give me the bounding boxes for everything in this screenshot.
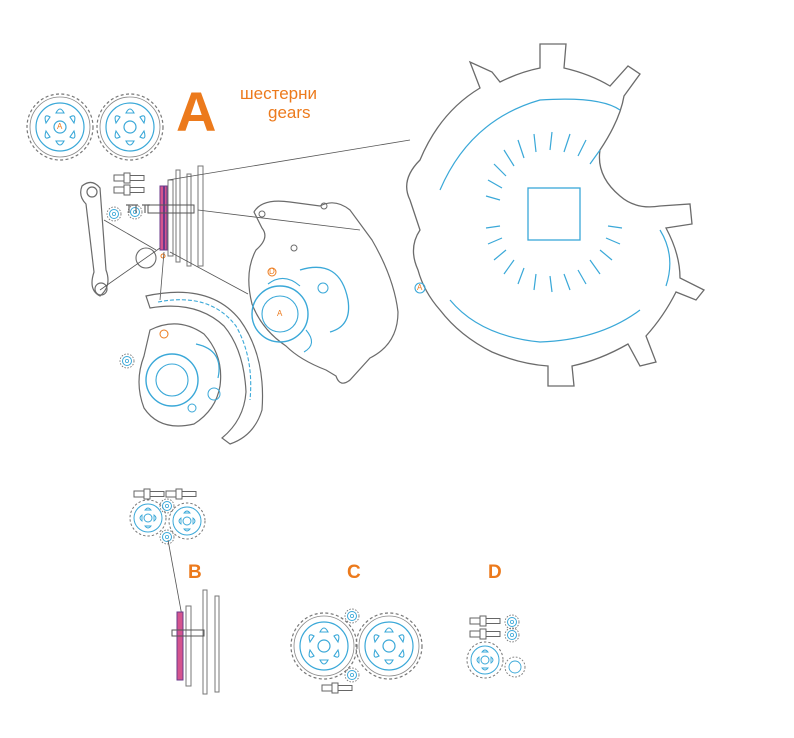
plate-d-letter-mark: D — [269, 267, 275, 276]
section-d-letter: D — [488, 562, 502, 583]
plate-a-mark: A — [277, 309, 283, 318]
plate-d-mark — [267, 267, 277, 277]
plate-d-lower-mark — [159, 329, 169, 339]
ring-a-mark: A — [417, 283, 423, 292]
section-c-letter: C — [347, 562, 361, 583]
layer-stack-a — [147, 165, 204, 267]
caption-ru: шестерни — [240, 84, 317, 103]
gear-a-right — [96, 93, 164, 161]
lever-arm — [80, 181, 109, 297]
gear-a-mark: A — [57, 122, 63, 131]
layer-stack-b — [171, 589, 220, 695]
small-pinion-a — [106, 204, 143, 222]
plate-d — [248, 200, 399, 384]
axle-pins-a — [113, 172, 150, 213]
gears-c — [290, 608, 423, 694]
section-b-letter: B — [188, 562, 202, 583]
gears-b — [129, 488, 206, 617]
spacer-disc — [135, 247, 157, 269]
caption-en: gears — [268, 103, 311, 122]
leader-lines-a — [99, 139, 411, 301]
dial-ring — [406, 43, 706, 387]
gears-d — [466, 614, 526, 679]
section-a-letter: A — [176, 80, 217, 143]
plate-d-lower — [119, 291, 264, 445]
